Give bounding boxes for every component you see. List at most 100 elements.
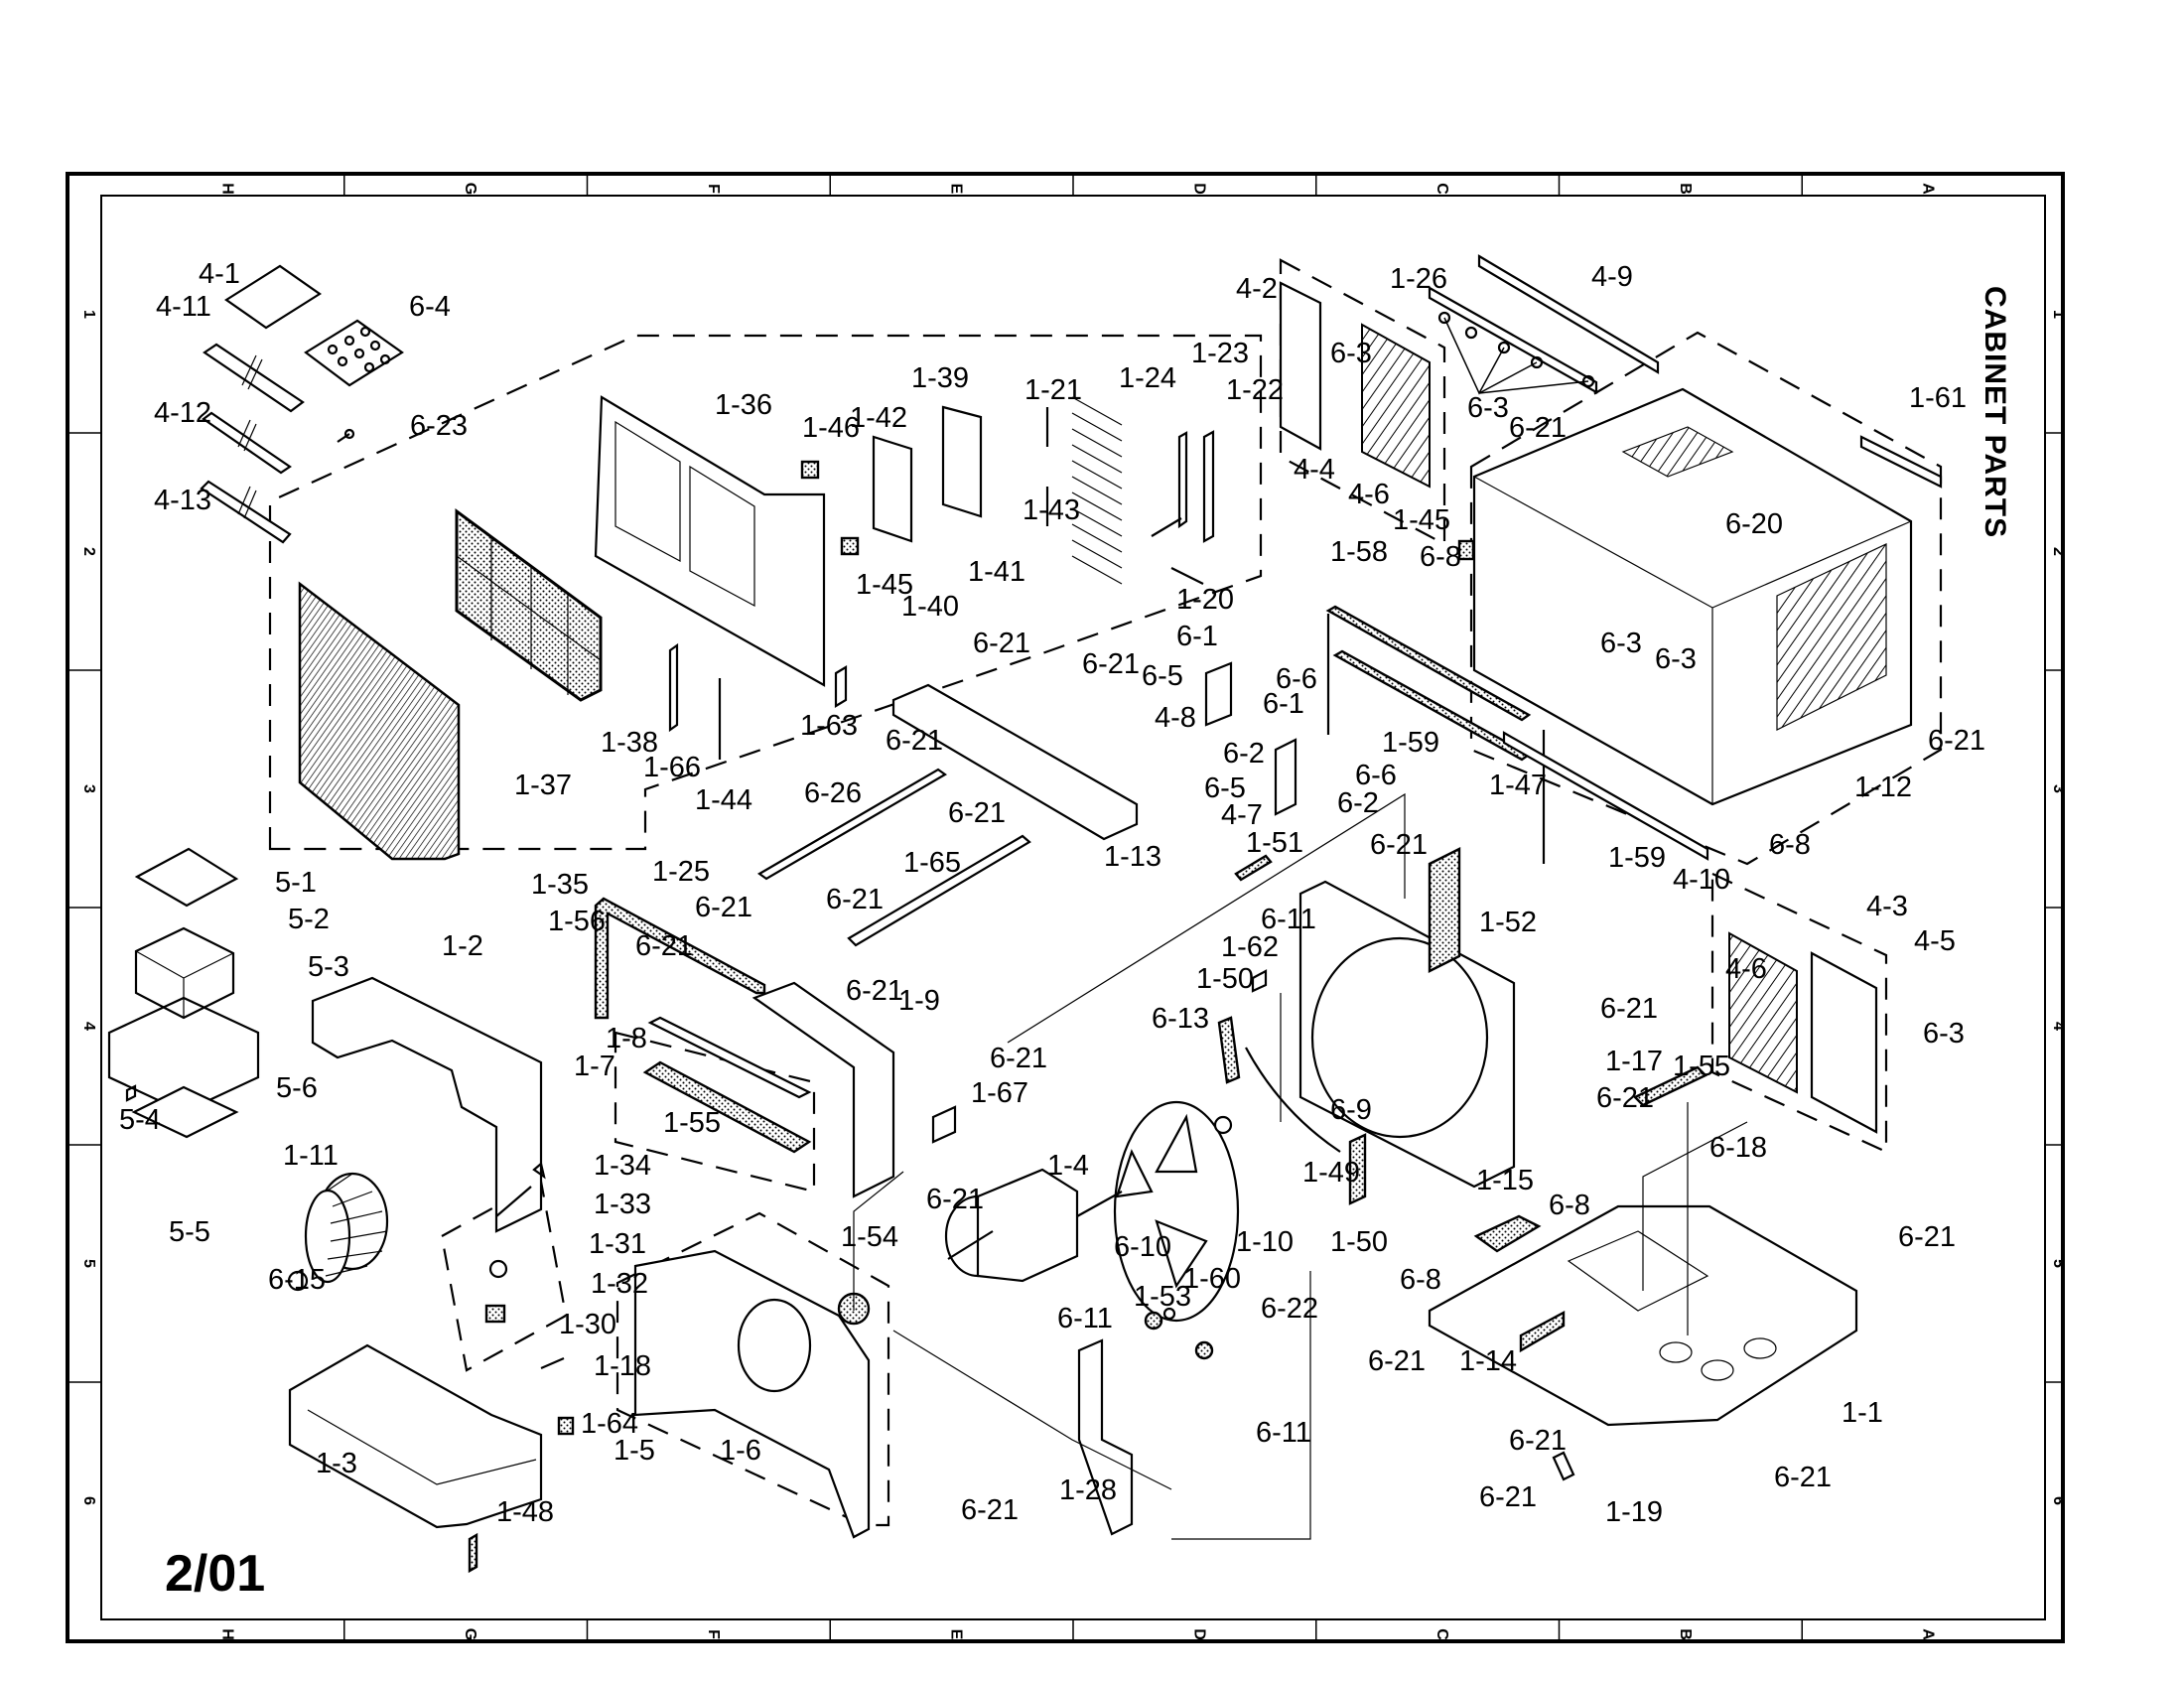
callout-1-2: 1-2 [442, 930, 483, 962]
callout-6-9: 6-9 [1330, 1094, 1372, 1126]
part-4-6-right [1728, 931, 1798, 1094]
callout-1-58: 1-58 [1330, 536, 1388, 568]
callout-1-41: 1-41 [968, 556, 1025, 588]
callout-1-15: 1-15 [1476, 1165, 1534, 1196]
screw-bag-screws [327, 326, 391, 373]
grid-column-label: H [218, 1628, 235, 1640]
callout-6-3a: 6-3 [1330, 338, 1372, 369]
callout-1-36: 1-36 [715, 389, 772, 421]
callout-5-4: 5-4 [119, 1104, 161, 1136]
callout-6-6a: 6-6 [1276, 663, 1317, 695]
part-5-4 [125, 1084, 137, 1102]
callout-4-7: 4-7 [1221, 799, 1263, 831]
part-1-55-tray [642, 1060, 812, 1154]
part-4-10 [1502, 731, 1709, 861]
callout-1-14: 1-14 [1459, 1345, 1517, 1377]
part-1-53 [1144, 1311, 1163, 1331]
part-1-22 [1202, 430, 1215, 543]
grid-column-label: D [1190, 1628, 1207, 1640]
part-1-56 [594, 897, 766, 1020]
grid-column-label: E [948, 184, 965, 195]
callout-6-1b: 6-1 [1263, 688, 1304, 720]
date-code: 2/01 [165, 1545, 265, 1603]
part-1-25-upper [756, 768, 948, 881]
callout-1-1: 1-1 [1842, 1397, 1883, 1429]
callout-1-12: 1-12 [1854, 772, 1912, 803]
callout-6-11c: 6-11 [1256, 1417, 1311, 1449]
part-1-6 [633, 1249, 871, 1539]
callout-6-3c: 6-3 [1600, 628, 1642, 659]
part-6-13 [1213, 1115, 1233, 1135]
part-1-39 [872, 435, 913, 543]
part-4-6-left [1361, 323, 1431, 489]
callout-6-21s: 6-21 [1774, 1462, 1832, 1493]
cabinet-side-vents [1776, 543, 1887, 731]
grid-row-label: 4 [80, 1022, 97, 1031]
callout-5-2: 5-2 [288, 904, 330, 935]
callout-1-48: 1-48 [496, 1496, 554, 1528]
part-1-15 [1473, 1214, 1542, 1253]
callout-1-9: 1-9 [898, 985, 940, 1017]
part-1-1 [1428, 1204, 1858, 1427]
grid-row-label: 5 [80, 1259, 97, 1268]
group-outlines [268, 258, 1943, 1527]
part-1-58 [1325, 605, 1532, 722]
part-5-6 [131, 1085, 239, 1139]
callout-1-31: 1-31 [589, 1228, 646, 1260]
grid-column-label: C [1433, 1628, 1450, 1640]
callout-1-4: 1-4 [1047, 1150, 1089, 1182]
callout-6-21e: 6-21 [886, 725, 943, 757]
grid-column-label: B [1677, 183, 1694, 195]
callout-1-26: 1-26 [1390, 263, 1447, 295]
callout-6-11b: 6-11 [1057, 1303, 1113, 1334]
part-1-30 [484, 1304, 506, 1324]
cabinet-top-vents [1621, 426, 1734, 478]
callout-5-5: 5-5 [169, 1216, 210, 1248]
callout-1-44: 1-44 [695, 784, 752, 816]
callout-1-11: 1-11 [283, 1140, 339, 1172]
part-5-1 [134, 847, 239, 908]
part-1-50-upper [1217, 1016, 1241, 1084]
callout-4-5: 4-5 [1914, 925, 1956, 957]
callout-4-6b: 4-6 [1725, 953, 1767, 985]
grid-column-label: B [1677, 1628, 1694, 1640]
callout-1-30: 1-30 [559, 1309, 616, 1340]
callout-6-21c: 6-21 [973, 628, 1030, 659]
callout-1-8: 1-8 [606, 1023, 647, 1054]
callout-1-21: 1-21 [1024, 374, 1082, 406]
callout-1-17: 1-17 [1605, 1046, 1663, 1077]
part-1-60 [1162, 1307, 1176, 1321]
callout-1-24: 1-24 [1119, 362, 1176, 394]
part-1-66 [668, 642, 679, 733]
part-1-13 [891, 683, 1139, 841]
part-1-3 [288, 1343, 543, 1529]
callout-1-34: 1-34 [594, 1150, 651, 1182]
callout-1-42: 1-42 [850, 402, 907, 434]
callout-1-28: 1-28 [1059, 1474, 1117, 1506]
grid-row-label: 3 [2050, 784, 2067, 793]
callout-1-37: 1-37 [514, 770, 572, 801]
callout-6-15: 6-15 [268, 1264, 326, 1296]
callout-1-32: 1-32 [591, 1268, 648, 1300]
callout-6-1a: 6-1 [1176, 621, 1218, 652]
part-1-31 [488, 1259, 508, 1279]
callout-6-21b: 6-21 [1928, 725, 1985, 757]
callout-1-67: 1-67 [971, 1077, 1028, 1109]
callout-1-52: 1-52 [1479, 907, 1537, 938]
diagram-title: CABINET PARTS [1979, 286, 2011, 538]
drawing-frame [66, 172, 2065, 1643]
rail-screws [1437, 311, 1595, 395]
part-6-4 [304, 319, 404, 387]
callout-4-13: 4-13 [154, 485, 211, 516]
callout-6-21n: 6-21 [1596, 1082, 1654, 1114]
part-4-7 [1274, 738, 1297, 816]
part-1-52 [1428, 847, 1461, 973]
part-1-28 [1077, 1338, 1134, 1536]
part-1-18 [540, 1356, 565, 1370]
callout-6-21i: 6-21 [635, 930, 693, 962]
part-1-55-base [1632, 1065, 1708, 1107]
callout-1-60: 1-60 [1183, 1263, 1241, 1295]
part-1-26 [1428, 286, 1598, 394]
callout-6-21d: 6-21 [1082, 648, 1140, 680]
